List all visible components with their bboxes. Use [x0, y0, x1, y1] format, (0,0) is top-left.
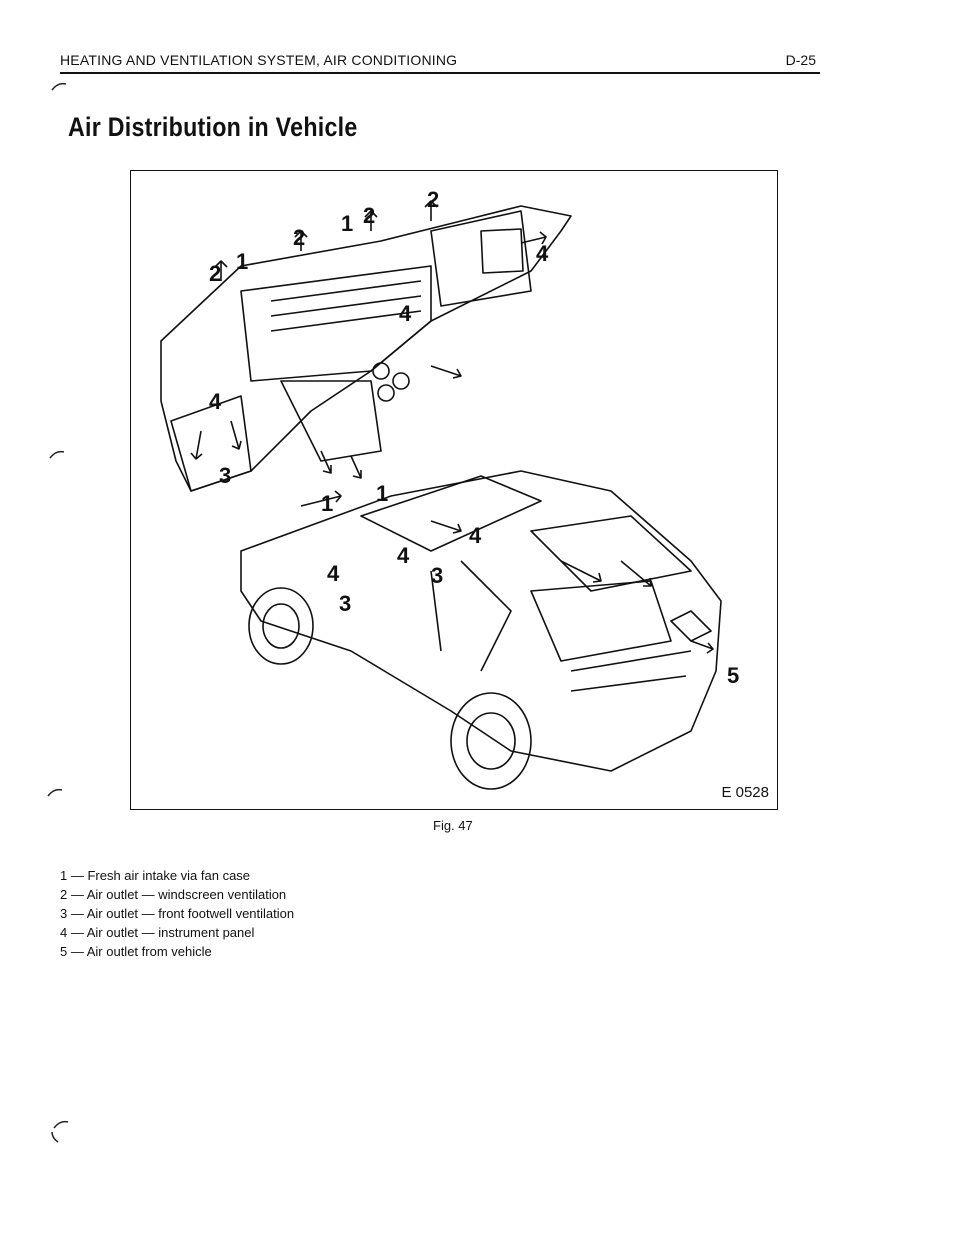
figure-code: E 0528	[721, 784, 769, 801]
callout-2-label: 2	[293, 225, 305, 250]
callout-1-label: 1	[376, 481, 388, 506]
callout-3-label: 3	[431, 563, 443, 588]
page-number: D-25	[785, 52, 816, 68]
page-header: HEATING AND VENTILATION SYSTEM, AIR COND…	[60, 50, 820, 74]
air-distribution-illustration: 2 2 1 2 2 1 4 4 4 3 1 1 4 4 4 3 3 5	[160, 187, 739, 790]
callout-4-label: 4	[327, 561, 340, 586]
callout-2-label: 2	[427, 187, 439, 212]
figure-box: 2 2 1 2 2 1 4 4 4 3 1 1 4 4 4 3 3 5 E 05…	[130, 170, 778, 810]
callout-3-label: 3	[339, 591, 351, 616]
margin-mark	[51, 82, 67, 91]
legend-item: 3 — Air outlet — front footwell ventilat…	[60, 906, 295, 921]
margin-mark	[49, 450, 65, 459]
legend-item: 4 — Air outlet — instrument panel	[60, 925, 255, 940]
callout-4-label: 4	[399, 301, 412, 326]
callout-2-label: 2	[363, 203, 375, 228]
figure-caption: Fig. 47	[433, 818, 473, 833]
legend-item: 2 — Air outlet — windscreen ventilation	[60, 887, 287, 902]
callout-4-label: 4	[397, 543, 410, 568]
callout-5-label: 5	[727, 663, 739, 688]
callout-4-label: 4	[536, 241, 549, 266]
legend-list: 1 — Fresh air intake via fan case 2 — Ai…	[60, 866, 294, 961]
callout-1-label: 1	[236, 249, 248, 274]
callout-1-label: 1	[321, 491, 333, 516]
margin-mark	[51, 1120, 69, 1143]
callout-2-label: 2	[209, 261, 221, 286]
legend-item: 1 — Fresh air intake via fan case	[60, 868, 251, 883]
callout-3-label: 3	[219, 463, 231, 488]
callout-4-label: 4	[469, 523, 482, 548]
callout-1-label: 1	[341, 211, 353, 236]
margin-mark	[47, 788, 63, 797]
page-title: Air Distribution in Vehicle	[68, 112, 358, 142]
section-title: HEATING AND VENTILATION SYSTEM, AIR COND…	[60, 52, 458, 68]
callout-4-label: 4	[209, 389, 222, 414]
legend-item: 5 — Air outlet from vehicle	[60, 944, 212, 959]
